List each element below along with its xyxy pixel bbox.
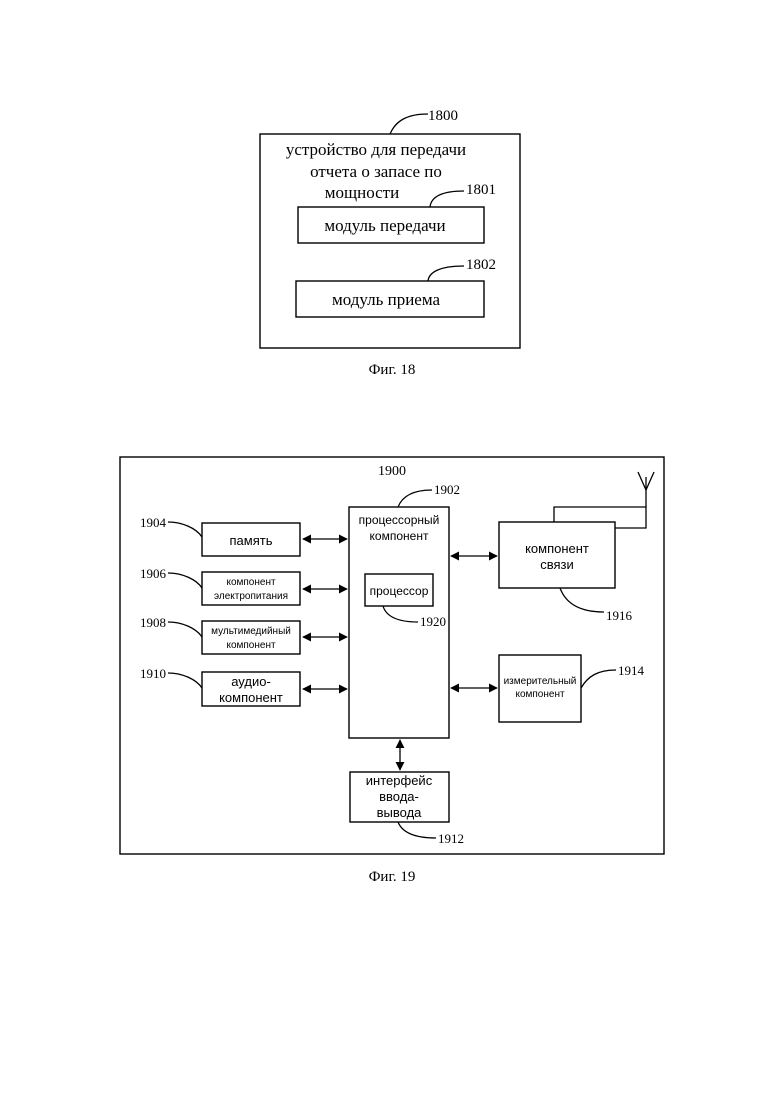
figure-18: 1800 устройство для передачи отчета о за… <box>260 108 520 378</box>
ref-1920: 1920 <box>420 614 446 629</box>
ref-1912: 1912 <box>438 831 464 846</box>
processor-label: процессор <box>370 584 429 598</box>
ref-1902: 1902 <box>434 482 460 497</box>
power-component-label-2: электропитания <box>214 591 288 602</box>
audio-component-label-1: аудио- <box>231 674 271 689</box>
ref-1801: 1801 <box>466 182 496 198</box>
multimedia-component-label-2: компонент <box>226 640 276 651</box>
audio-component-label-2: компонент <box>219 690 283 705</box>
figure-19: 1900 процессорный компонент 1902 процесс… <box>120 457 664 885</box>
device-label-line-2: отчета о запасе по <box>310 162 442 181</box>
memory-label: память <box>230 533 273 548</box>
reception-module-label: модуль приема <box>332 290 441 309</box>
io-interface-label-1: интерфейс <box>366 773 433 788</box>
leader-1800 <box>390 114 428 134</box>
ref-1800: 1800 <box>428 108 458 124</box>
ref-1802: 1802 <box>466 257 496 273</box>
processor-component-label-2: компонент <box>370 529 429 543</box>
sensor-component-label-2: компонент <box>515 689 565 700</box>
multimedia-component-label-1: мультимедийный <box>211 626 291 637</box>
ref-1910: 1910 <box>140 666 166 681</box>
io-interface-label-3: вывода <box>377 805 423 820</box>
communication-component-label-1: компонент <box>525 541 589 556</box>
processor-component-label-1: процессорный <box>359 513 440 527</box>
ref-1914: 1914 <box>618 663 645 678</box>
sensor-component-label-1: измерительный <box>504 676 577 687</box>
io-interface-label-2: ввода- <box>379 789 419 804</box>
ref-1916: 1916 <box>606 608 633 623</box>
device-label-line-3: мощности <box>325 183 399 202</box>
power-component-label-1: компонент <box>226 577 276 588</box>
device-label-line-1: устройство для передачи <box>286 140 466 159</box>
figure-18-caption: Фиг. 18 <box>369 362 416 378</box>
transmission-module-label: модуль передачи <box>324 216 445 235</box>
communication-component-label-2: связи <box>540 557 574 572</box>
ref-1906: 1906 <box>140 566 167 581</box>
ref-1900: 1900 <box>378 464 406 479</box>
ref-1904: 1904 <box>140 515 167 530</box>
ref-1908: 1908 <box>140 615 166 630</box>
figure-19-caption: Фиг. 19 <box>369 869 416 885</box>
